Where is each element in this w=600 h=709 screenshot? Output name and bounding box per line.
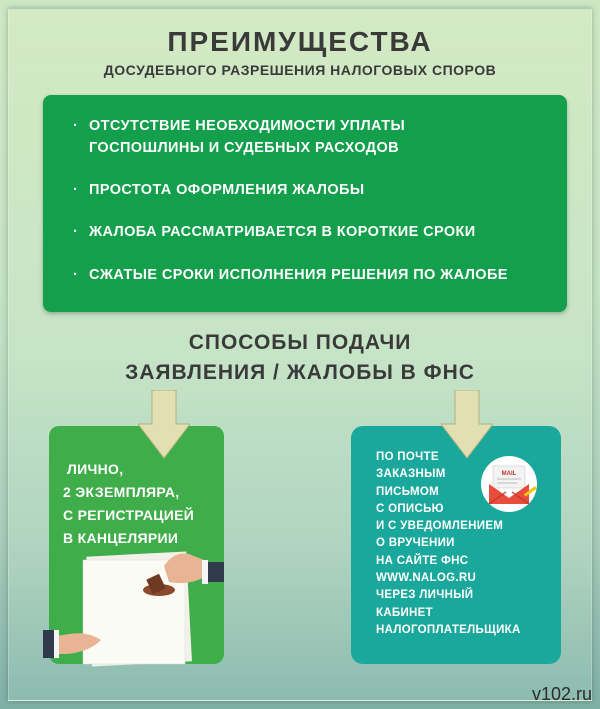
- remote-line: С ОПИСЬЮ: [376, 502, 444, 515]
- in-person-line: 2 ЭКЗЕМПЛЯРА,: [63, 484, 180, 500]
- down-arrow-icon: [441, 390, 493, 459]
- advantage-line: СЖАТЫЕ СРОКИ ИСПОЛНЕНИЯ РЕШЕНИЯ ПО ЖАЛОБ…: [89, 267, 508, 283]
- down-arrow-icon: [138, 390, 190, 459]
- bullet-icon: ·: [73, 118, 79, 134]
- advantage-item: · ОТСУТСТВИЕ НЕОБХОДИМОСТИ УПЛАТЫ ГОСПОШ…: [73, 115, 559, 159]
- remote-line: ПО ПОЧТЕ: [376, 451, 439, 463]
- advantage-line: ОТСУТСТВИЕ НЕОБХОДИМОСТИ УПЛАТЫ: [89, 118, 406, 134]
- bullet-icon: ·: [73, 267, 79, 283]
- methods-title-line1: СПОСОБЫ ПОДАЧИ: [188, 331, 412, 354]
- site-watermark: v102.ru: [531, 684, 592, 704]
- remote-line: ПИСЬМОМ: [376, 485, 440, 498]
- in-person-line: ЛИЧНО,: [67, 461, 124, 477]
- advantage-line: ПРОСТОТА ОФОРМЛЕНИЯ ЖАЛОБЫ: [89, 182, 365, 198]
- methods-title-line2: ЗАЯВЛЕНИЯ / ЖАЛОБЫ В ФНС: [125, 361, 475, 384]
- in-person-card: ЛИЧНО, 2 ЭКЗЕМПЛЯРА, С РЕГИСТРАЦИЕЙ В КА…: [43, 426, 224, 667]
- advantage-item: · СЖАТЫЕ СРОКИ ИСПОЛНЕНИЯ РЕШЕНИЯ ПО ЖАЛ…: [73, 264, 559, 286]
- advantage-line: ГОСПОШЛИНЫ И СУДЕБНЫХ РАСХОДОВ: [89, 140, 400, 156]
- page-subtitle: ДОСУДЕБНОГО РАЗРЕШЕНИЯ НАЛОГОВЫХ СПОРОВ: [103, 62, 497, 78]
- bullet-icon: ·: [73, 182, 79, 198]
- mail-envelope-icon: MAIL: [481, 456, 537, 512]
- remote-line: ЧЕРЕЗ ЛИЧНЫЙ: [376, 589, 474, 602]
- page-title: ПРЕИМУЩЕСТВА: [167, 26, 433, 57]
- remote-submission-card: ПО ПОЧТЕ ЗАКАЗНЫМ ПИСЬМОМ С ОПИСЬЮ И С У…: [351, 426, 561, 664]
- remote-line: ЗАКАЗНЫМ: [376, 468, 446, 481]
- in-person-text: ЛИЧНО, 2 ЭКЗЕМПЛЯРА, С РЕГИСТРАЦИЕЙ В КА…: [63, 458, 194, 550]
- stamping-document-illustration: [43, 551, 224, 667]
- mail-label: MAIL: [502, 471, 517, 477]
- in-person-line: С РЕГИСТРАЦИЕЙ: [63, 507, 195, 523]
- remote-line: WWW.NALOG.RU: [376, 572, 477, 585]
- advantage-line: ЖАЛОБА РАССМАТРИВАЕТСЯ В КОРОТКИЕ СРОКИ: [89, 224, 476, 240]
- remote-line: НА САЙТЕ ФНС: [376, 554, 469, 567]
- remote-line: И С УВЕДОМЛЕНИЕМ: [376, 520, 504, 533]
- bullet-icon: ·: [73, 224, 79, 240]
- advantages-box: · ОТСУТСТВИЕ НЕОБХОДИМОСТИ УПЛАТЫ ГОСПОШ…: [43, 95, 567, 312]
- remote-line: О ВРУЧЕНИИ: [376, 537, 455, 550]
- remote-line: НАЛОГОПЛАТЕЛЬЩИКА: [376, 623, 521, 636]
- remote-text: ПО ПОЧТЕ ЗАКАЗНЫМ ПИСЬМОМ С ОПИСЬЮ И С У…: [376, 449, 521, 639]
- advantage-item: · ПРОСТОТА ОФОРМЛЕНИЯ ЖАЛОБЫ: [73, 179, 559, 201]
- in-person-line: В КАНЦЕЛЯРИИ: [63, 530, 179, 546]
- remote-line: КАБИНЕТ: [376, 606, 433, 619]
- advantage-item: · ЖАЛОБА РАССМАТРИВАЕТСЯ В КОРОТКИЕ СРОК…: [73, 221, 559, 243]
